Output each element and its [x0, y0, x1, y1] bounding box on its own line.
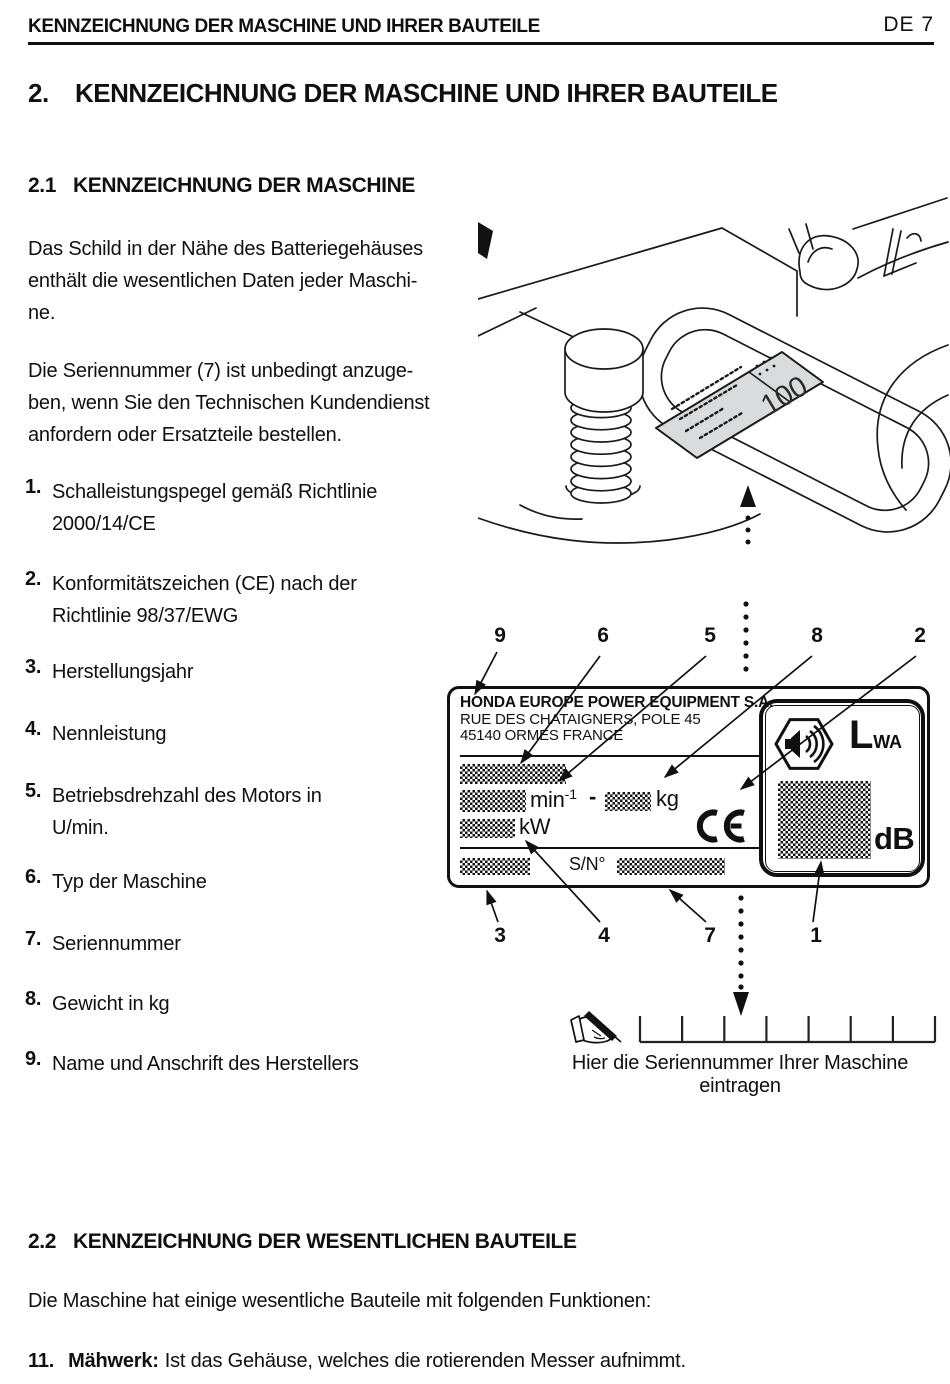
serial-number-field [617, 858, 725, 875]
db-unit-label: dB [874, 821, 915, 856]
dotted-link-up [743, 601, 749, 672]
rated-power-field [460, 819, 515, 838]
header-rule [28, 42, 934, 45]
lwa-symbol: LWA [849, 713, 902, 757]
battery-cap-bellows [564, 328, 644, 504]
engine-speed-field [460, 790, 526, 812]
page-number: DE 7 [883, 13, 934, 36]
plate-divider-bottom [460, 847, 759, 849]
paragraph-1: Das Schild in der Nähe des Batteriegehäu… [28, 238, 423, 324]
component-item-11: 11. Mähwerk:Ist das Gehäuse, welches die … [28, 1350, 686, 1373]
legend-item-9: 9. Name und Anschrift des Herstellers [25, 1048, 359, 1075]
component-item-number: 11. [28, 1350, 55, 1372]
section-2-2-number: 2.2 [28, 1230, 56, 1253]
callout-9: 9 [494, 624, 506, 647]
identification-plate: HONDA EUROPE POWER EQUIPMENT S.A. RUE DE… [447, 686, 930, 888]
callout-8: 8 [811, 624, 823, 647]
callout-1: 1 [810, 924, 822, 947]
battery-tray [638, 307, 950, 533]
callout-4: 4 [598, 924, 610, 947]
page-header-title: KENNZEICHNUNG DER MASCHINE UND IHRER BAU… [28, 16, 540, 37]
callout-3: 3 [494, 924, 506, 947]
plate-divider-top [460, 755, 759, 757]
cable-boot [788, 223, 922, 291]
machine-type-field [460, 764, 566, 784]
legend-item-3: 3. Herstellungsjahr [25, 656, 194, 683]
serial-number-label: S/N° [569, 854, 606, 874]
legend-item-4: 4. Nennleistung [25, 718, 167, 745]
section-2-2-title: KENNZEICHNUNG DER WESENTLICHEN BAUTEILE [73, 1230, 577, 1253]
serial-write-in-ruler [638, 1016, 937, 1044]
component-item-text: Ist das Gehäuse, welches die rotierenden… [164, 1350, 686, 1372]
machine-id-label: 100 [655, 351, 824, 459]
weight-field [605, 792, 651, 811]
writing-hand-icon [570, 1011, 622, 1044]
manufacturer-address: HONDA EUROPE POWER EQUIPMENT S.A. RUE DE… [460, 694, 774, 744]
manufacturer-name: HONDA EUROPE POWER EQUIPMENT S.A. [460, 694, 774, 711]
dotted-arrow-down [733, 895, 749, 1016]
chapter-number: 2. [28, 78, 49, 108]
section-2-1-title: KENNZEICHNUNG DER MASCHINE [73, 174, 415, 197]
chapter-title: KENNZEICHNUNG DER MASCHINE UND IHRER BAU… [75, 78, 778, 108]
loudspeaker-icon [774, 718, 834, 770]
legend-item-7: 7. Seriennummer [25, 928, 181, 955]
year-field [460, 858, 530, 875]
callout-5: 5 [704, 624, 716, 647]
component-item-term: Mähwerk: [68, 1350, 159, 1372]
callout-7: 7 [704, 924, 716, 947]
section-2-1-number: 2.1 [28, 174, 56, 197]
weight-unit-label: kg [656, 786, 679, 811]
legend-item-5: 5. Betriebsdrehzahl des Motors in U/min. [25, 780, 322, 839]
power-unit-label: kW [519, 814, 551, 839]
sound-power-panel: LWA dB [759, 699, 925, 877]
machine-illustration: 100 [478, 197, 950, 545]
label-location-arrow [740, 485, 756, 545]
legend-item-1: 1. Schalleistungspegel gemäß Richtlinie … [25, 476, 378, 535]
legend-item-8: 8. Gewicht in kg [25, 988, 170, 1015]
legend-item-6: 6. Typ der Maschine [25, 866, 207, 893]
ce-mark-icon [696, 809, 745, 843]
paragraph-3: Die Maschine hat einige wesentliche Baut… [28, 1290, 652, 1312]
rpm-unit-label: min-1 [530, 786, 578, 812]
paragraph-2: Die Seriennummer (7) ist unbedingt anzug… [28, 360, 430, 446]
separator-dash: - [589, 784, 597, 809]
callout-6: 6 [597, 624, 609, 647]
callout-2: 2 [914, 624, 926, 647]
sound-level-field [778, 781, 871, 859]
figure-caption: Hier die Seriennummer Ihrer Maschine ein… [571, 1052, 909, 1097]
legend-item-2: 2. Konformitätszeichen (CE) nach der Ric… [25, 568, 357, 627]
